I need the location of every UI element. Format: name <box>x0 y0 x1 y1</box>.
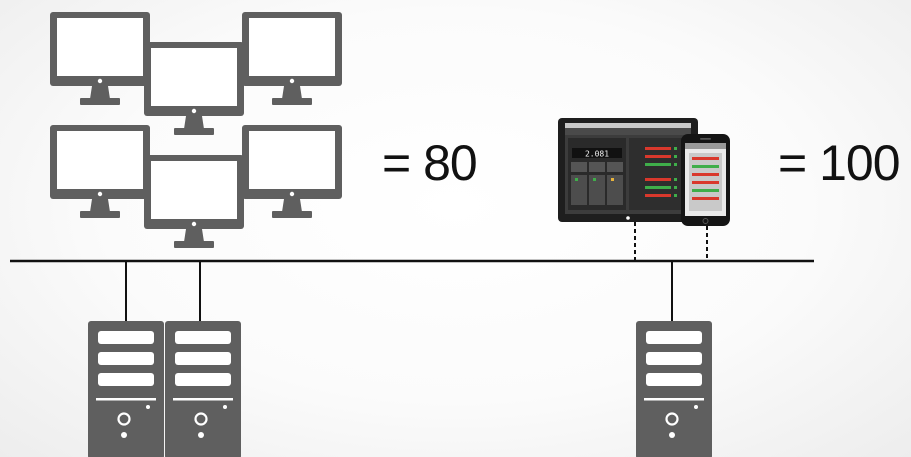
tablet-readout: 2.081 <box>585 150 609 159</box>
monitor-icon <box>242 125 342 218</box>
server-icon <box>163 319 243 457</box>
server-icon <box>634 319 714 457</box>
server-icon <box>86 319 166 457</box>
network-lines <box>10 222 814 321</box>
monitor-icon <box>144 155 244 248</box>
monitor-icon <box>242 12 342 105</box>
mobile-count-label: = 100 <box>778 135 901 191</box>
desktops-count-label: = 80 <box>382 135 478 191</box>
monitor-icon <box>50 12 150 105</box>
server-group <box>86 319 714 457</box>
monitor-cluster <box>50 12 342 248</box>
phone-icon <box>681 134 730 226</box>
monitor-icon <box>144 42 244 135</box>
tablet-icon: 2.081 <box>558 118 698 222</box>
monitor-icon <box>50 125 150 218</box>
